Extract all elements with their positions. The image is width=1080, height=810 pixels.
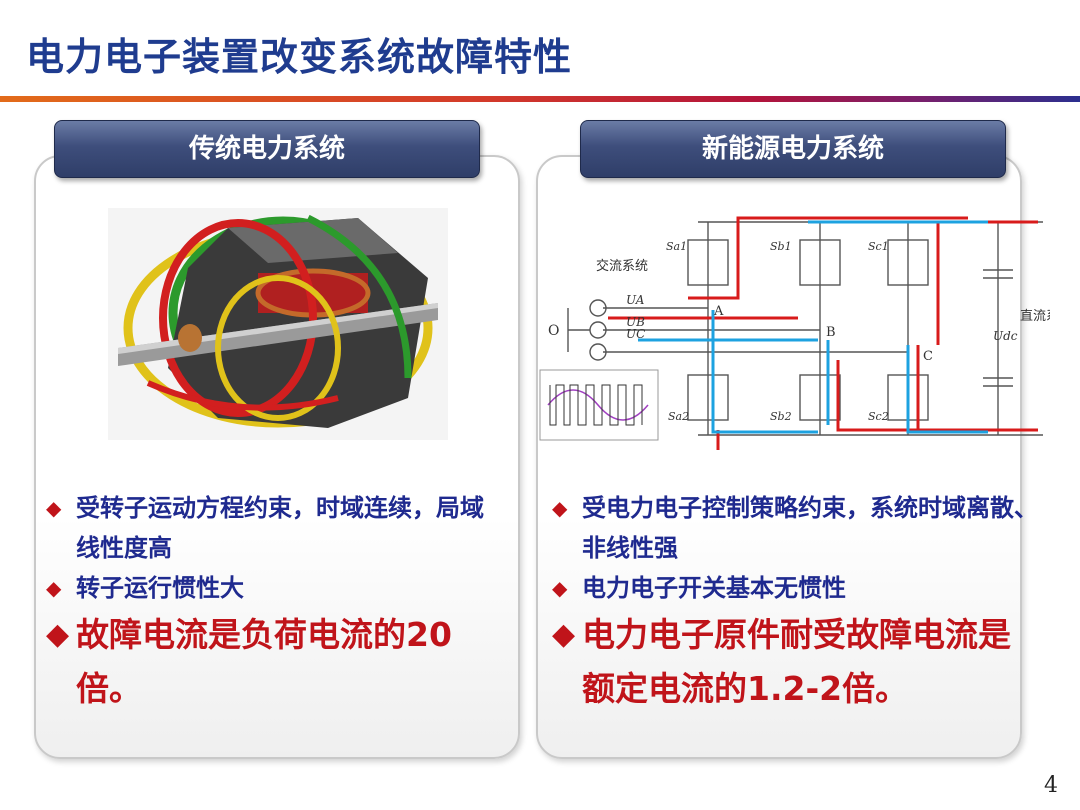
page-number: 4: [1044, 773, 1058, 798]
highlight-item: ◆电力电子原件耐受故障电流是额定电流的1.2-2倍。: [552, 608, 1042, 716]
switch-sa2-label: Sa2: [668, 410, 689, 423]
diamond-bullet-icon: ◆: [552, 496, 568, 520]
diamond-bullet-icon: ◆: [46, 576, 62, 600]
diamond-bullet-icon: ◆: [46, 617, 70, 652]
switch-sa1-label: Sa1: [666, 240, 687, 253]
switch-sb1-label: Sb1: [770, 240, 792, 253]
node-a-label: A: [713, 304, 724, 319]
right-bullet-list: ◆受电力电子控制策略约束，系统时域离散、非线性强 ◆电力电子开关基本无惯性 ◆电…: [552, 488, 1042, 716]
list-item: ◆受转子运动方程约束，时域连续，局域线性度高: [46, 488, 506, 568]
dc-system-label: 直流系统: [1020, 309, 1050, 324]
list-item: ◆电力电子开关基本无惯性: [552, 568, 1042, 608]
voltage-ub-label: UB: [626, 315, 645, 329]
highlight-item: ◆故障电流是负荷电流的20倍。: [46, 608, 506, 716]
diamond-bullet-icon: ◆: [552, 617, 576, 652]
switch-sb2-label: Sb2: [770, 410, 792, 423]
diamond-bullet-icon: ◆: [46, 496, 62, 520]
title-underline: [0, 96, 1080, 102]
node-o-label: O: [548, 323, 559, 339]
generator-illustration: [108, 208, 448, 440]
voltage-ua-label: UA: [626, 293, 645, 307]
list-item: ◆转子运行惯性大: [46, 568, 506, 608]
converter-circuit-diagram: 交流系统 直流系统 O A B C UA UB UC Udc Sa1 Sb1 S…: [539, 216, 1050, 450]
page-title: 电力电子装置改变系统故障特性: [26, 35, 573, 79]
left-bullet-list: ◆受转子运动方程约束，时域连续，局域线性度高 ◆转子运行惯性大 ◆故障电流是负荷…: [46, 488, 506, 716]
ac-system-label: 交流系统: [596, 258, 648, 274]
voltage-uc-label: UC: [626, 327, 645, 341]
switch-sc1-label: Sc1: [868, 240, 889, 253]
list-item: ◆受电力电子控制策略约束，系统时域离散、非线性强: [552, 488, 1042, 568]
node-c-label: C: [923, 349, 933, 364]
switch-sc2-label: Sc2: [868, 410, 889, 423]
left-panel-tab: 传统电力系统: [54, 120, 480, 178]
diamond-bullet-icon: ◆: [552, 576, 568, 600]
voltage-udc-label: Udc: [993, 329, 1018, 343]
right-panel-tab: 新能源电力系统: [580, 120, 1006, 178]
node-b-label: B: [826, 325, 836, 340]
right-panel: [536, 155, 1022, 759]
